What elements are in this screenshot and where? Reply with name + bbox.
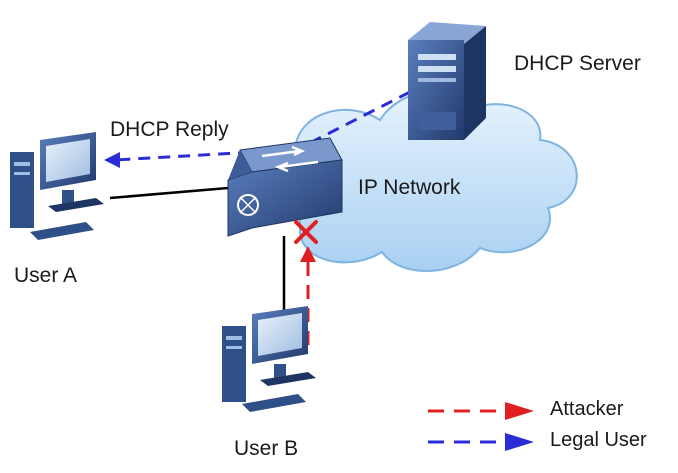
- attacker-path: [300, 246, 316, 345]
- server-icon: [408, 22, 486, 140]
- cloud-icon: [262, 91, 578, 272]
- dhcp-server-label: DHCP Server: [514, 52, 641, 75]
- user-b-label: User B: [234, 437, 299, 460]
- block-x-icon: [294, 220, 318, 244]
- ip-network-label: IP Network: [358, 176, 461, 199]
- pc-icon-user-a: [10, 132, 104, 240]
- user-a-label: User A: [14, 264, 78, 287]
- legend-legal-label: Legal User: [550, 429, 647, 451]
- legend-attacker-label: Attacker: [550, 398, 624, 420]
- legend-attacker-swatch: [428, 402, 534, 420]
- pc-icon-user-b: [222, 306, 316, 412]
- dhcp-reply-label: DHCP Reply: [110, 118, 229, 141]
- attacker-arrowhead: [300, 246, 316, 262]
- legend-legal-swatch: [428, 433, 534, 451]
- link-usera-switch: [109, 186, 229, 200]
- switch-icon: [227, 137, 343, 237]
- dhcp-reply-arrowhead: [104, 152, 120, 168]
